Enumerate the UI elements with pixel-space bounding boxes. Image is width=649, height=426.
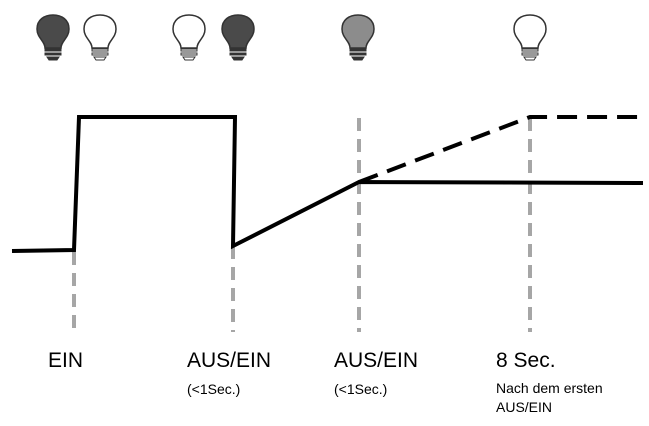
brightness-curve-dimmed-option [358,115,643,184]
event-label-8-sec: 8 Sec. [496,349,556,372]
bulb-6-icon [513,14,547,61]
bulb-2-icon [83,14,117,61]
event-label-aus-ein-2: AUS/EIN [334,349,419,372]
event-label-ein: EIN [48,349,84,372]
bulb-3-icon [172,14,206,61]
bulb-4-icon [221,14,255,61]
brightness-curve [11,115,644,253]
event-note-aus-ein-1: (<1Sec.) [187,381,241,397]
event-note-aus-ein-2: (<1Sec.) [334,381,388,397]
event-label-aus-ein-1: AUS/EIN [187,349,272,372]
event-note-8-sec-line2: AUS/EIN [496,399,553,415]
event-note-8-sec: Nach dem ersten [496,380,603,396]
bulb-5-icon [341,14,375,61]
bulb-1-icon [36,14,70,61]
